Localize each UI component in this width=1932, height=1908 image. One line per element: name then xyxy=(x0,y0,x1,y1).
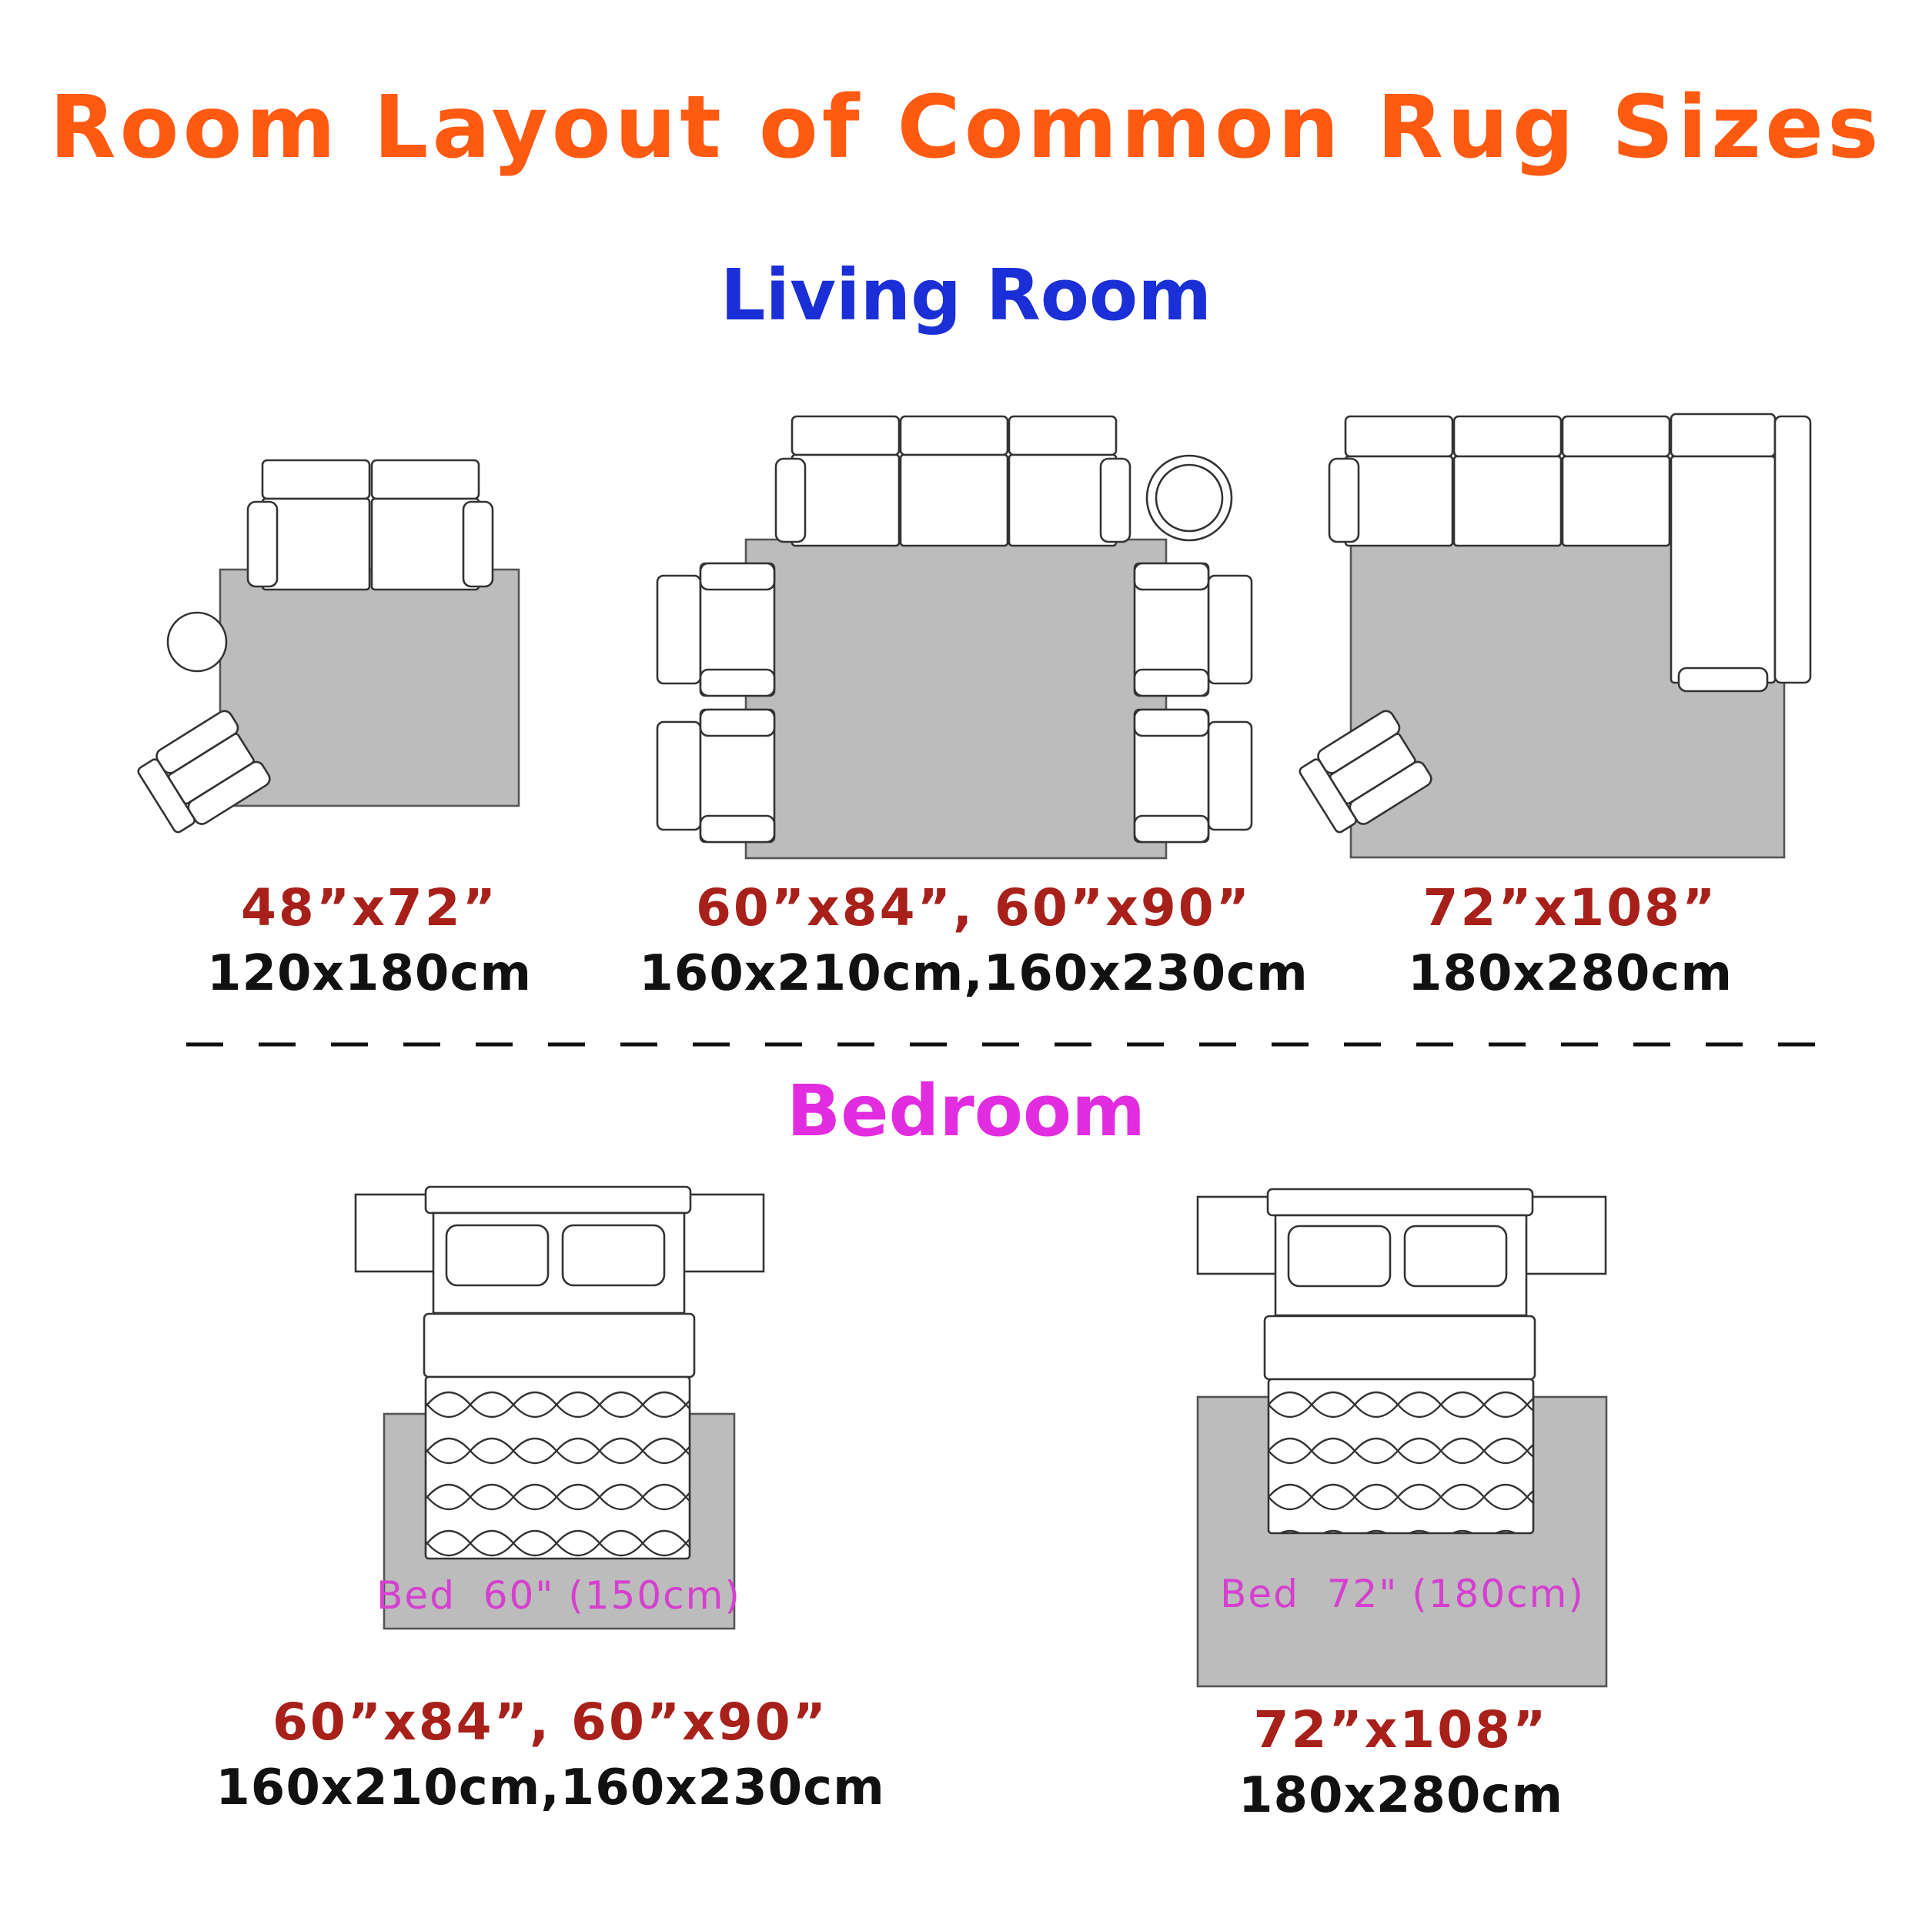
rug-48x72 xyxy=(219,568,520,807)
bedroom-heading: Bedroom xyxy=(786,1070,1146,1152)
rug-size-inches: 72”x108” xyxy=(1422,878,1718,937)
bed-icon xyxy=(1263,1188,1536,1535)
rug-size-cm: 160x210cm,160x230cm xyxy=(216,1759,885,1816)
living-layout-large xyxy=(1299,413,1812,859)
side-table-icon xyxy=(166,611,228,673)
bedroom-layout-large xyxy=(1196,1188,1608,1688)
bed-label-72: Bed 72" (180cm) xyxy=(1220,1572,1585,1616)
living-layout-medium xyxy=(656,415,1253,860)
bedroom-layout-medium xyxy=(354,1185,765,1630)
rug-size-inches: 60”x84”, 60”x90” xyxy=(695,878,1252,937)
living-caption-medium: 60”x84”, 60”x90” 160x210cm,160x230cm xyxy=(639,878,1309,1002)
living-caption-large: 72”x108” 180x280cm xyxy=(1355,878,1786,1002)
bedroom-caption-large: 72”x108” 180x280cm xyxy=(1185,1700,1616,1824)
living-layout-small xyxy=(137,459,520,834)
armchair-icon xyxy=(1133,562,1253,697)
armchair-icon xyxy=(656,708,776,844)
rug-size-inches: 72”x108” xyxy=(1253,1700,1549,1759)
armchair-icon xyxy=(137,710,271,834)
armchair-icon xyxy=(1299,710,1432,834)
living-caption-small: 48”x72” 120x180cm xyxy=(154,878,585,1002)
rug-size-cm: 160x210cm,160x230cm xyxy=(639,945,1309,1002)
bed-label-60: Bed 60" (150cm) xyxy=(376,1573,741,1618)
rug-60x84 xyxy=(744,538,1168,860)
rug-size-cm: 180x280cm xyxy=(1407,945,1733,1002)
armchair-icon xyxy=(1133,708,1253,844)
page-title: Room Layout of Common Rug Sizes xyxy=(49,78,1883,178)
rug-size-inches: 60”x84”, 60”x90” xyxy=(272,1692,829,1752)
sofa-icon xyxy=(774,415,1131,547)
bed-icon xyxy=(423,1185,696,1560)
living-room-heading: Living Room xyxy=(720,254,1212,336)
round-table-icon xyxy=(1145,454,1233,542)
rug-size-inches: 48”x72” xyxy=(240,878,499,937)
bedroom-caption-medium: 60”x84”, 60”x90” 160x210cm,160x230cm xyxy=(216,1697,885,1813)
rug-size-cm: 120x180cm xyxy=(206,945,533,1002)
rug-size-cm: 180x280cm xyxy=(1238,1767,1564,1824)
loveseat-icon xyxy=(246,459,494,591)
sectional-sofa-icon xyxy=(1328,413,1812,693)
armchair-icon xyxy=(656,562,776,697)
